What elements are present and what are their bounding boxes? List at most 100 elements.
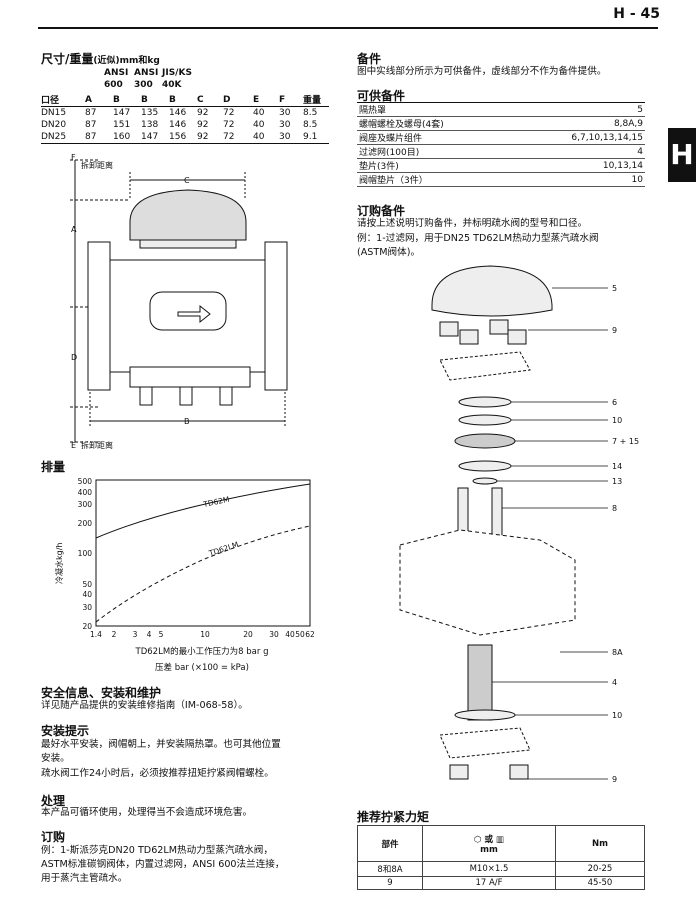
install-text-2: 安装。 [41,753,70,764]
ordering-line-3: 用于蒸汽主管疏水。 [41,873,128,884]
exploded-view-drawing: 5 9 6 10 7 + 15 14 13 8 8A 4 10 9 [399,265,639,784]
safety-title: 安全信息、安装和维护 [41,686,162,700]
part-label: 10 [612,711,622,720]
x-tick: 1.4 [90,630,102,639]
x-tick: 5 [159,630,164,639]
part-label: 9 [612,326,617,335]
f-removal-label: 拆卸距离 [81,160,113,170]
table-row: 垫片(3件)10,13,14 [357,158,645,173]
table-row: 阀帽垫片（3件）10 [357,172,645,187]
side-tab: H [668,128,696,182]
x-axis-label: 压差 bar (×100 = kPa) [155,662,249,673]
x-tick: 10 [200,630,210,639]
x-tick: 3 [133,630,138,639]
col-header: 部件 [357,825,423,862]
safety-text: 详见随产品提供的安装维修指南（IM-068-58）。 [41,700,248,711]
x-tick: 20 [243,630,253,639]
install-text-3: 疏水阀工作24小时后，必须按推荐扭矩拧紧阀帽螺栓。 [41,768,274,779]
trap-dimension-drawing: F C A D B E 拆卸距离 拆卸距离 [70,153,288,450]
part-label: 6 [612,398,617,407]
insulation-cover [431,265,553,317]
drawing-letter-c: C [184,176,190,185]
part-label: 8 [612,504,617,513]
col-header: B [141,94,148,105]
install-text-1: 最好水平安装，阀帽朝上，并安装隔热罩。也可其他位置 [41,739,281,750]
available-spares-title: 可供备件 [357,89,406,103]
series-label: TD62LM [207,540,240,558]
order-spares-title: 订购备件 [357,204,406,218]
order-spares-line-3: (ASTM阀体)。 [357,247,421,258]
drawing-letter-e: E [71,441,76,450]
td62lm-curve [95,525,311,623]
col-header: Nm [555,825,645,862]
table-row: 螺帽螺栓及螺母(4套)8,8A,9 [357,116,645,131]
part-label: 13 [612,477,622,486]
ordering-line-1: 例：1-斯派莎克DN20 TD62LM热动力型蒸汽疏水阀， [41,845,273,856]
header-rule [38,27,658,29]
capacity-chart: TD62M TD62LM 冷凝水kg/h 500 400 300 200 100… [54,477,315,673]
y-tick: 20 [82,622,92,631]
part-label: 4 [612,678,617,687]
wrench-header: ⬡ 或 ▥ mm [422,825,556,862]
nut-icon: ⬡ [474,834,482,845]
bolt-icon: ▥ [495,834,504,845]
y-tick: 100 [78,549,93,558]
x-tick: 50 [295,630,305,639]
spares-title: 备件 [357,52,382,66]
series-label: TD62M [202,495,231,509]
part-label: 5 [612,284,617,293]
drawing-letter-d: D [71,353,77,362]
part-label: 14 [612,462,622,471]
col-header: 重量 [303,96,322,106]
ordering-title: 订购 [41,830,66,844]
e-removal-label: 拆卸距离 [81,440,113,450]
chart-caption: TD62LM的最小工作压力为8 bar g [135,646,269,657]
col-header: A [85,94,92,105]
torque-title: 推荐拧紧力矩 [357,810,430,824]
table-row: 过滤网(100目)4 [357,144,645,159]
col-header: E [253,94,260,105]
td62m-curve [95,483,311,539]
y-tick: 400 [78,488,93,497]
col-header: B [169,94,176,105]
drawing-letter-a: A [71,225,77,234]
x-tick: 4 [147,630,152,639]
y-tick: 50 [82,580,92,589]
page-number: H - 45 [613,6,660,22]
table-header-row: 口径 A B B B C D E F 重量 [41,93,329,107]
install-title: 安装提示 [41,724,90,738]
y-tick: 500 [78,477,93,486]
part-label: 8A [612,648,623,657]
order-spares-line-1: 请按上述说明订购备件，并标明疏水阀的型号和口径。 [357,218,588,229]
order-spares-line-2: 例：1-过滤网，用于DN25 TD62LM热动力型蒸汽疏水阀 [357,233,599,244]
y-tick: 300 [78,500,93,509]
y-tick: 40 [82,590,92,599]
dimensions-title: 尺寸/重量(近似)mm和kg [41,52,160,66]
x-tick: 62 [305,630,315,639]
col-header: F [279,94,286,105]
ordering-line-2: ASTM标准碳钢阀体，内置过滤网，ANSI 600法兰连接， [41,859,285,870]
drawing-letter-f: F [71,153,76,162]
spares-text: 图中实线部分所示为可供备件，虚线部分不作为备件提供。 [357,66,607,77]
drawing-letter-b: B [184,417,190,426]
col-header: 口径 [41,96,60,106]
y-tick: 30 [82,603,92,612]
col-header: D [223,94,231,105]
part-label: 9 [612,775,617,784]
part-label: 10 [612,416,622,425]
y-tick: 200 [78,519,93,528]
col-header: C [197,94,204,105]
disposal-title: 处理 [41,794,66,808]
capacity-title: 排量 [41,460,66,474]
x-tick: 2 [112,630,117,639]
table-header-row: 部件 ⬡ 或 ▥ mm Nm [357,825,645,862]
x-tick: 30 [269,630,279,639]
